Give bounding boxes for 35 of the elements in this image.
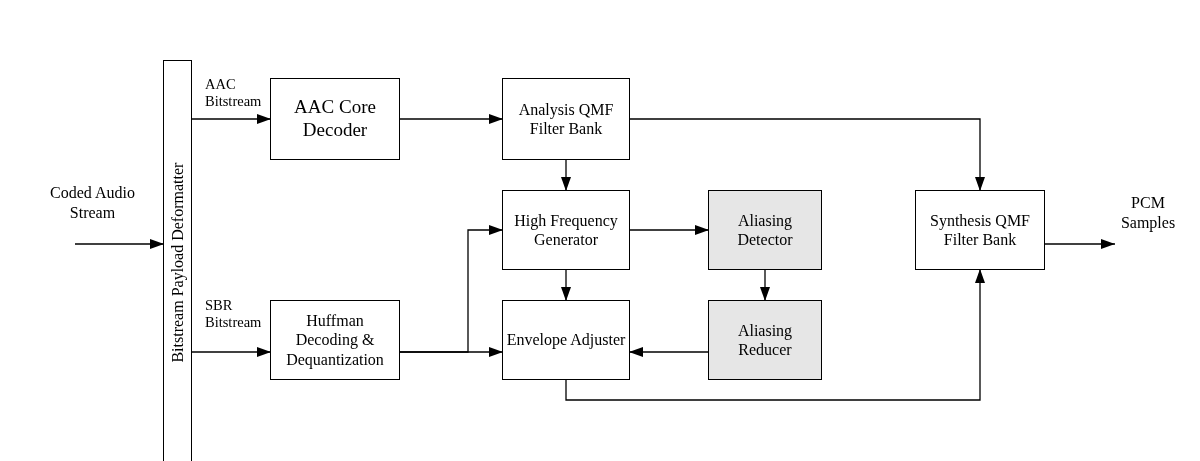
box-label: Huffman Decoding & Dequantization [285, 311, 385, 369]
io-label: PCM Samples [1119, 193, 1177, 232]
arrow [190, 347, 272, 357]
box-label: Bitstream Payload Deformatter [167, 163, 188, 363]
edge-label: SBR Bitstream [205, 297, 263, 331]
process-box [915, 190, 1045, 270]
box-label: High Frequency Generator [513, 210, 619, 250]
edge-label: AAC Bitstream [205, 76, 263, 110]
arrow [760, 268, 770, 302]
box-label: Envelope Adjuster [506, 330, 626, 350]
process-box [270, 300, 400, 380]
arrow [628, 347, 710, 357]
arrow [628, 118, 985, 192]
arrow [561, 158, 571, 192]
box-label: Analysis QMF Filter Bank [517, 99, 615, 139]
arrow [74, 239, 165, 249]
process-box [502, 78, 630, 160]
process-box [502, 190, 630, 270]
arrow [1043, 239, 1116, 249]
arrow [628, 225, 710, 235]
arrow [190, 114, 272, 124]
box-label: Aliasing Detector [736, 210, 794, 250]
arrow [398, 114, 504, 124]
process-box [163, 60, 192, 461]
box-label: AAC Core Decoder [293, 96, 377, 142]
io-label: Coded Audio Stream [49, 183, 136, 222]
process-box [270, 78, 400, 160]
process-box [502, 300, 630, 380]
box-label: Aliasing Reducer [736, 320, 794, 360]
arrow [565, 268, 985, 401]
arrow [561, 268, 571, 302]
process-box [708, 300, 822, 380]
arrow [398, 225, 504, 353]
process-box [708, 190, 822, 270]
box-label: Synthesis QMF Filter Bank [929, 210, 1031, 250]
